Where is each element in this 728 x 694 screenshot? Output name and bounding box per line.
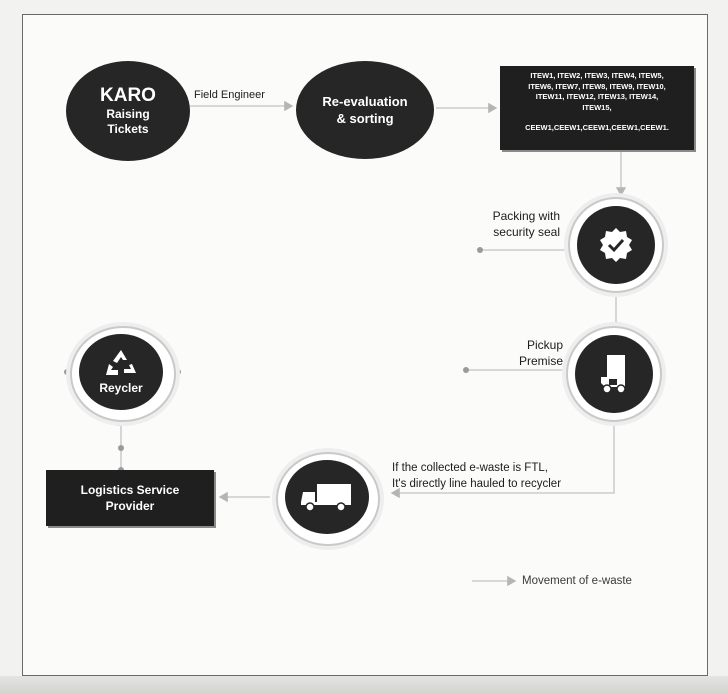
items-line5: CEEW1,CEEW1,CEEW1,CEEW1,CEEW1. [525, 123, 669, 132]
recycler-node: Reycler [79, 334, 163, 410]
badge-check-icon [600, 228, 632, 262]
packing-label: Packing with security seal [476, 208, 560, 240]
karo-title: KARO [100, 85, 156, 106]
delivery-truck-icon [301, 484, 351, 512]
packing-node [577, 206, 655, 284]
karo-line3: Tickets [107, 122, 149, 136]
items-line3: ITEW11, ITEW12, ITEW13, ITEW14, [535, 92, 659, 101]
items-line1: ITEW1, ITEW2, ITEW3, ITEW4, ITEW5, [530, 71, 664, 80]
reevaluation-line2: & sorting [336, 111, 394, 126]
edge-pickup-to-truck [390, 420, 615, 499]
ftl-note-line2: It's directly line hauled to recycler [392, 478, 562, 490]
field-engineer-label: Field Engineer [194, 89, 265, 101]
delivery-node [285, 460, 369, 534]
karo-node: KARO Raising Tickets [66, 61, 190, 161]
ftl-note: If the collected e-waste is FTL, It's di… [392, 460, 561, 492]
karo-line2: Raising [106, 107, 150, 121]
logistics-line1: Logistics Service [80, 483, 180, 497]
reevaluation-line1: Re-evaluation [322, 94, 408, 109]
reevaluation-node: Re-evaluation & sorting [296, 61, 434, 159]
logistics-line2: Provider [105, 499, 155, 513]
bottom-edge [0, 676, 728, 694]
items-line4: ITEW15, [582, 102, 612, 112]
pickup-line2: Premise [518, 354, 563, 368]
pickup-line1: Pickup [526, 338, 563, 352]
logistics-box: Logistics Service Provider [46, 470, 214, 526]
items-box: ITEW1, ITEW2, ITEW3, ITEW4, ITEW5, ITEW6… [500, 66, 694, 150]
items-line2: ITEW6, ITEW7, ITEW8, ITEW9, ITEW10, [528, 81, 666, 91]
packing-line1: Packing with [492, 209, 560, 223]
legend-label: Movement of e-waste [522, 575, 632, 587]
recycler-label: Reycler [99, 381, 143, 395]
recycle-icon [106, 350, 136, 375]
pickup-node [575, 335, 653, 413]
packing-line2: security seal [493, 225, 560, 239]
pickup-label: Pickup Premise [500, 337, 563, 369]
ftl-note-line1: If the collected e-waste is FTL, [392, 462, 548, 474]
truck-icon [601, 355, 626, 394]
